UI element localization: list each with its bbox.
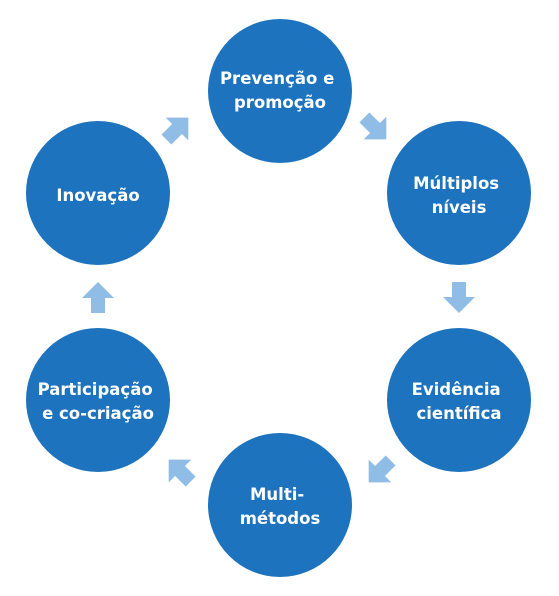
arrow-icon xyxy=(82,282,114,313)
arrow-icon xyxy=(161,117,189,145)
node-participacao-cocriacao: Participação e co-criação xyxy=(26,328,170,472)
node-prevencao-label: Prevenção e promoção xyxy=(220,69,340,112)
node-inovacao: Inovação xyxy=(26,121,170,265)
node-evidencia-cientifica: Evidência científica xyxy=(387,328,531,472)
arrow-multiplos-to-evidencia xyxy=(443,282,475,313)
node-multiplos-niveis-label: Múltiplos níveis xyxy=(413,174,505,217)
arrow-icon xyxy=(443,282,475,313)
arrow-inovacao-to-prevencao xyxy=(161,117,189,145)
arrow-icon xyxy=(359,112,387,140)
arrow-multimetodos-to-participacao xyxy=(168,459,196,487)
arrow-icon xyxy=(368,455,396,483)
arrow-participacao-to-inovacao xyxy=(82,282,114,313)
arrow-icon xyxy=(168,459,196,487)
arrow-prevencao-to-multiplos xyxy=(359,112,387,140)
node-multi-metodos-label: Multi- métodos xyxy=(240,485,321,528)
node-inovacao-label: Inovação xyxy=(56,186,139,205)
node-participacao-cocriacao-label: Participação e co-criação xyxy=(38,380,159,423)
node-evidencia-cientifica-label: Evidência científica xyxy=(412,380,507,423)
node-multiplos-niveis: Múltiplos níveis xyxy=(387,121,531,265)
node-multi-metodos: Multi- métodos xyxy=(208,433,352,577)
arrow-evidencia-to-multimetodos xyxy=(368,455,396,483)
node-prevencao: Prevenção e promoção xyxy=(208,19,352,163)
